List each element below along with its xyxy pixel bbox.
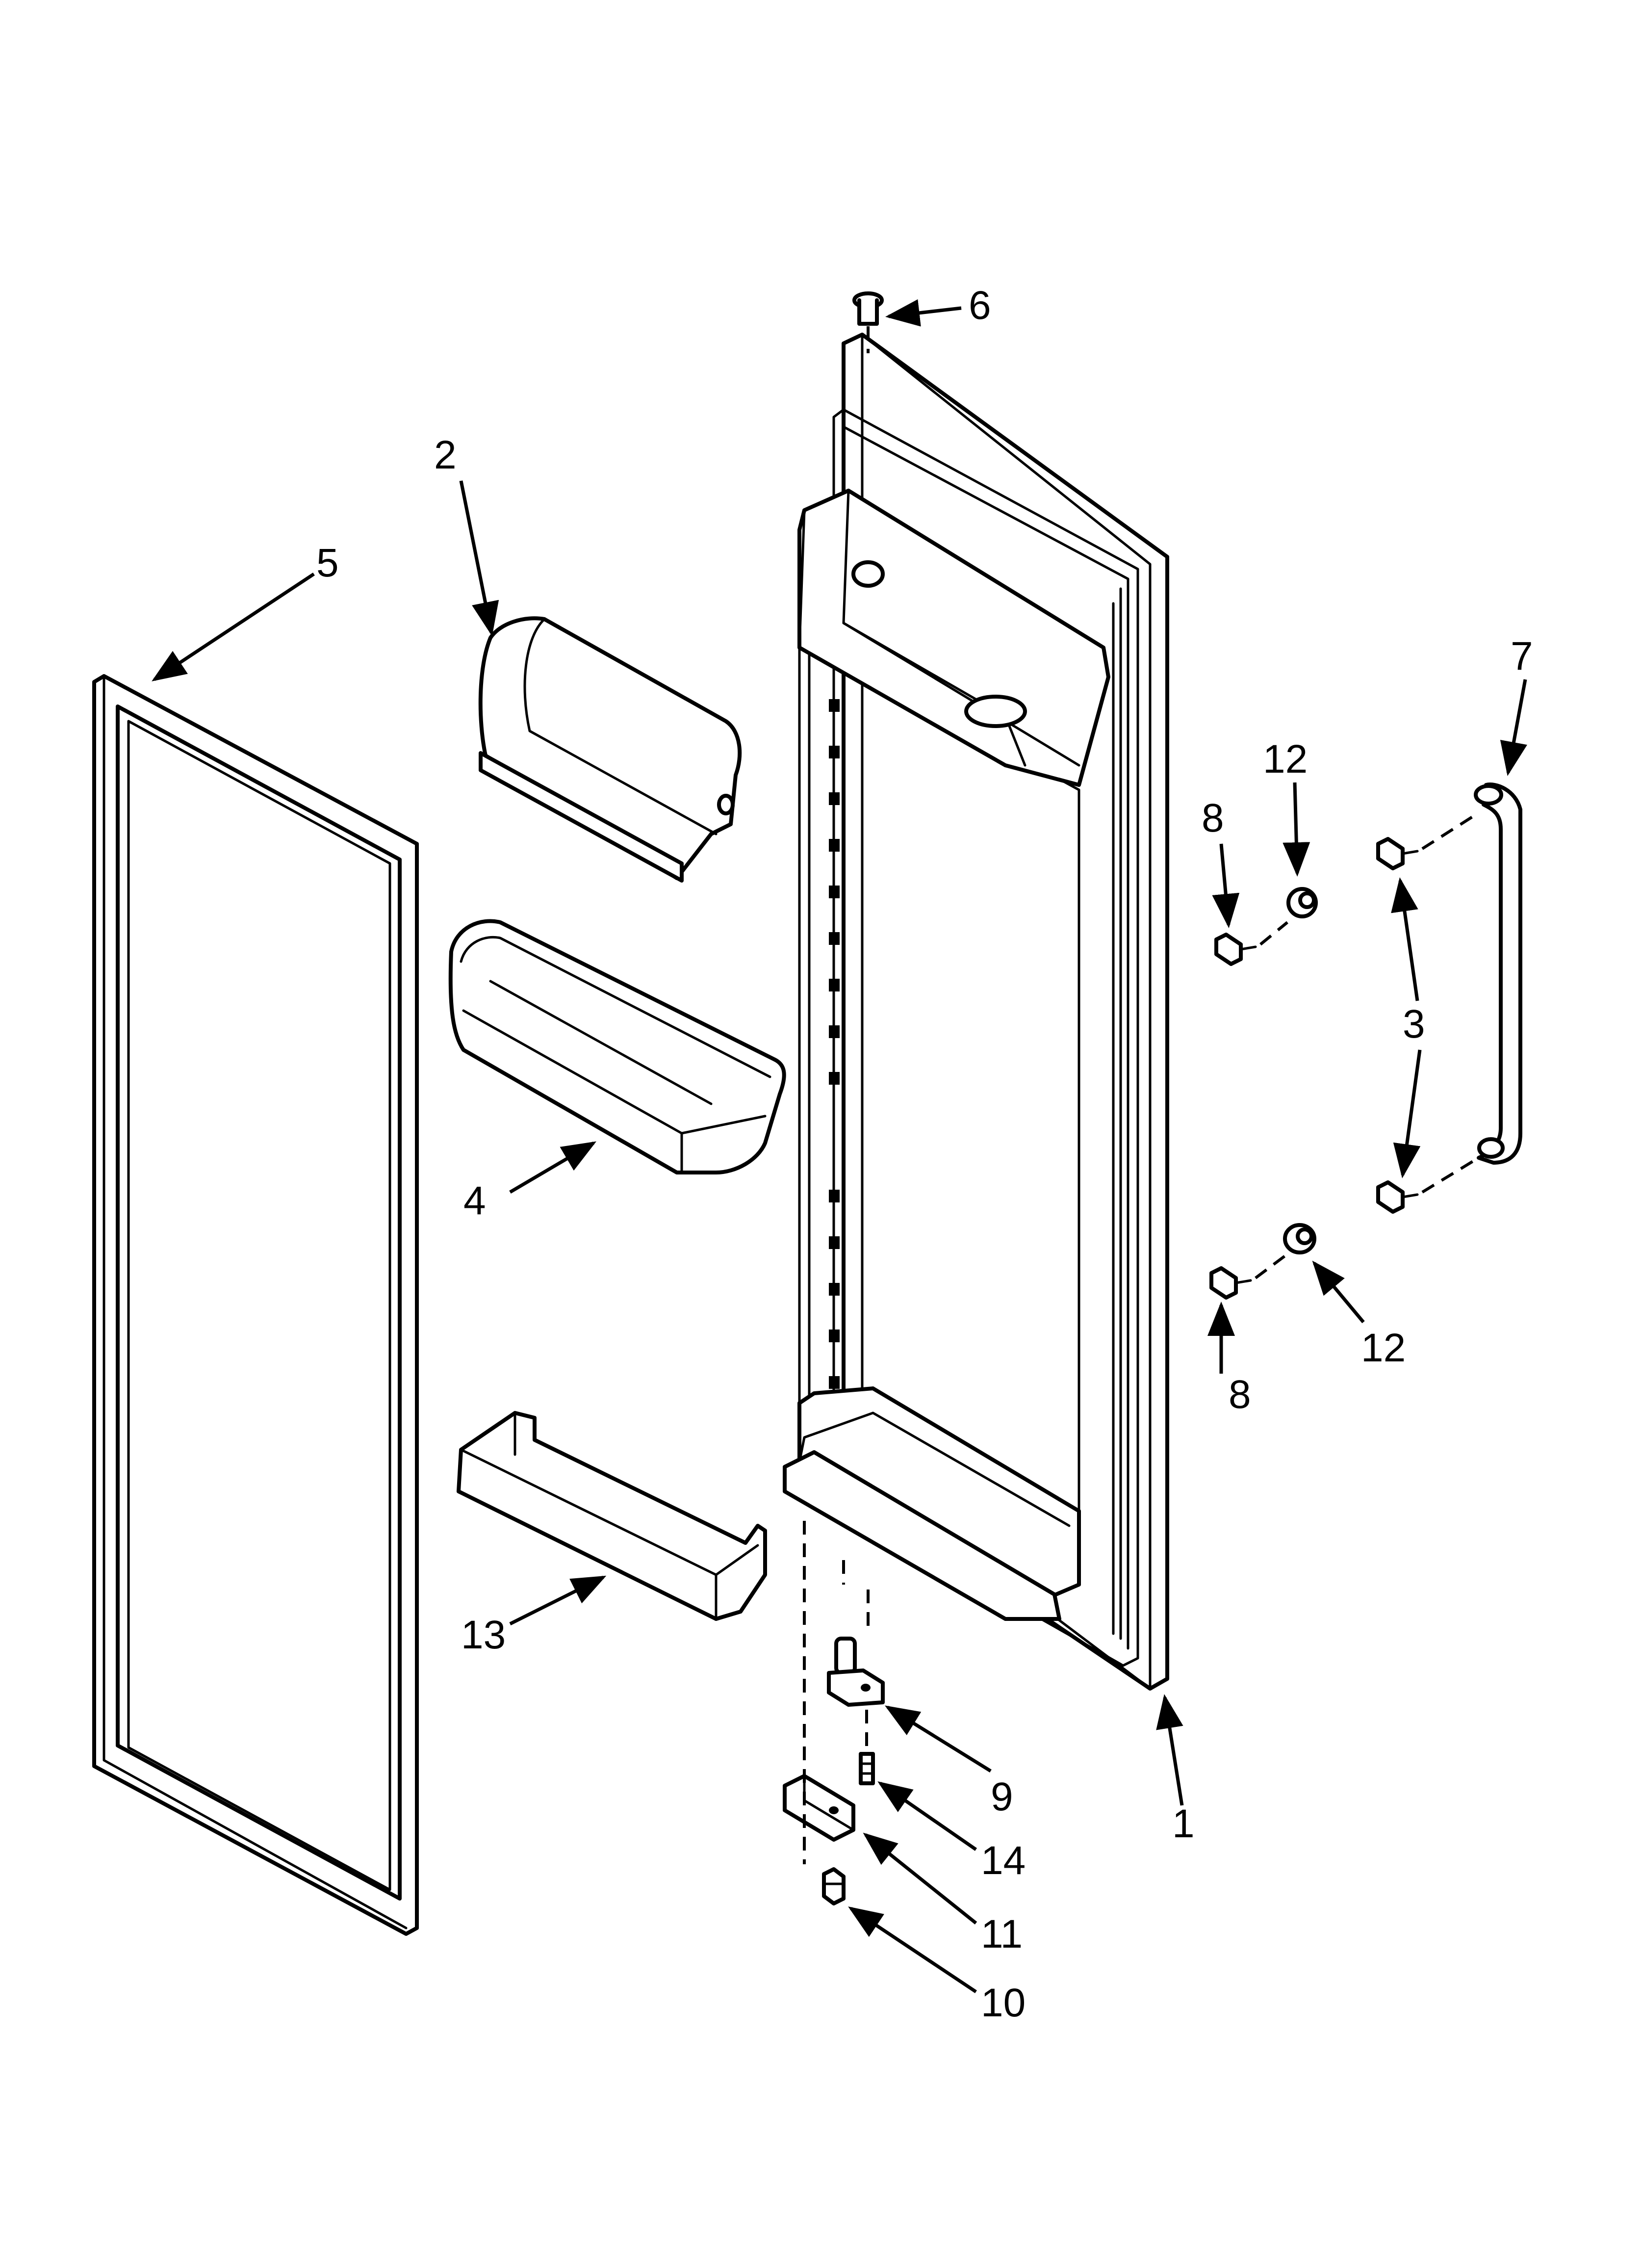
callout-1: 1 — [1172, 1801, 1195, 1846]
hinge-screw-upper — [859, 1752, 875, 1785]
door-liner — [783, 333, 1169, 1691]
leader-lines — [152, 299, 1527, 1993]
liner-rungs — [1112, 587, 1122, 1640]
callout-12-upper: 12 — [1263, 737, 1308, 782]
screw-upper — [1214, 921, 1288, 966]
door-handle — [1474, 782, 1522, 1165]
hinge-bracket — [783, 1774, 855, 1842]
bottom-hinge-pin — [827, 1637, 885, 1707]
spacer-lower — [1283, 1223, 1316, 1254]
door-gasket — [92, 674, 419, 1936]
callout-7: 6 — [969, 283, 991, 328]
screw-lower — [1209, 1254, 1286, 1300]
callout-2: 2 — [434, 433, 457, 477]
lower-shelf-rail — [457, 1411, 767, 1621]
callout-13: 13 — [461, 1613, 506, 1657]
dairy-bin-cover — [478, 616, 742, 883]
callout-3: 3 — [1403, 1002, 1425, 1046]
callout-14: 14 — [981, 1838, 1026, 1883]
handle-screw-upper — [1376, 813, 1477, 870]
hinge-screw-lower — [822, 1867, 846, 1905]
callout-5: 5 — [316, 541, 339, 585]
callout-9: 9 — [991, 1774, 1013, 1819]
callout-8-lower: 8 — [1229, 1372, 1251, 1417]
callout-labels: 6 2 5 7 12 8 3 4 12 8 13 9 1 14 11 10 — [316, 283, 1533, 2025]
callout-11: 11 — [981, 1912, 1023, 1956]
hinge-bushing — [852, 291, 884, 353]
door-bin — [448, 919, 786, 1174]
callout-4: 4 — [463, 1178, 486, 1223]
handle-screw-lower — [1376, 1156, 1480, 1214]
shelf-peg-holes — [829, 699, 840, 1389]
callout-10: 10 — [981, 1981, 1026, 2025]
callout-6: 7 — [1511, 634, 1533, 678]
spacer-upper — [1286, 887, 1318, 918]
callout-12-lower: 12 — [1361, 1326, 1406, 1370]
callout-8-upper: 8 — [1202, 796, 1224, 840]
